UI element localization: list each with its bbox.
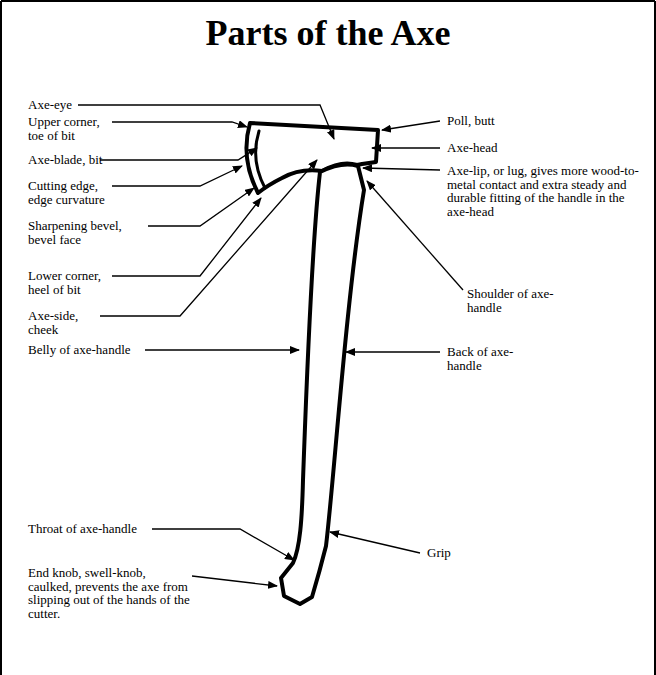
bevel-line	[256, 131, 265, 188]
axe-handle	[281, 164, 364, 604]
title: Parts of the Axe	[0, 12, 656, 54]
axe-drawing	[246, 123, 378, 604]
part-label: Upper corner, toe of bit	[28, 115, 110, 142]
part-label: Axe-lip, or lug, gives more wood-to-meta…	[447, 164, 643, 218]
leader-lines	[78, 105, 463, 586]
part-label: Axe-head	[447, 141, 627, 155]
part-label: Poll, butt	[447, 114, 627, 128]
part-label: Back of axe-handle	[447, 345, 543, 372]
part-label: Lower corner, heel of bit	[28, 269, 110, 296]
part-label: Throat of axe-handle	[28, 522, 168, 536]
part-label: Grip	[427, 546, 507, 560]
part-label: End knob, swell-knob, caulked, prevents …	[28, 566, 190, 620]
part-label: Axe-eye	[28, 98, 148, 112]
part-label: Shoulder of axe-handle	[467, 287, 587, 314]
part-label: Axe-blade, bit	[28, 153, 148, 167]
part-label: Axe-side, cheek	[28, 309, 100, 336]
part-label: Belly of axe-handle	[28, 343, 158, 357]
part-label: Sharpening bevel, bevel face	[28, 219, 146, 246]
part-label: Cutting edge, edge curvature	[28, 179, 114, 206]
